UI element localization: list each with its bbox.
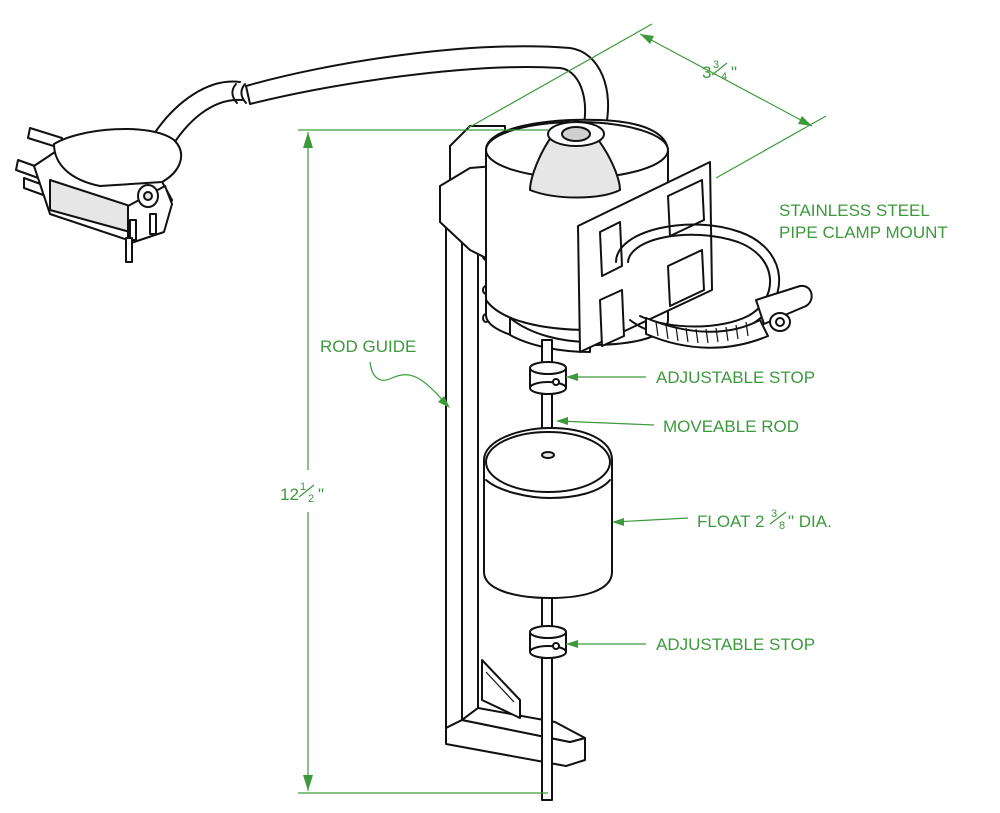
width-whole: 3 xyxy=(702,63,711,82)
pipe-clamp-mount xyxy=(577,161,813,353)
float-label: FLOAT 2 3 8 " DIA. xyxy=(697,508,832,532)
float-label-suffix: " DIA. xyxy=(788,512,832,531)
width-dimension-label: 3 3 4 " xyxy=(702,59,737,83)
lower-stop-label: ADJUSTABLE STOP xyxy=(656,635,815,654)
upper-stop-label: ADJUSTABLE STOP xyxy=(656,368,815,387)
rod-guide-label: ROD GUIDE xyxy=(320,337,416,356)
rod-assembly xyxy=(483,339,613,801)
clamp-label-line2: PIPE CLAMP MOUNT xyxy=(779,223,948,242)
electrical-plug xyxy=(15,127,183,263)
width-dimension xyxy=(467,23,827,179)
clamp-label-line1: STAINLESS STEEL xyxy=(779,201,930,220)
float-label-numerator: 3 xyxy=(771,508,777,520)
height-whole: 12 xyxy=(280,485,299,504)
height-unit: " xyxy=(318,485,324,504)
float-label-prefix: FLOAT 2 xyxy=(697,512,764,531)
height-dimension-label: 12 1 2 " xyxy=(280,481,324,505)
power-cord xyxy=(149,45,610,165)
height-denominator: 2 xyxy=(308,493,314,505)
height-dimension xyxy=(298,129,548,794)
height-numerator: 1 xyxy=(300,481,306,493)
width-numerator: 3 xyxy=(713,59,719,71)
float-label-denominator: 8 xyxy=(779,520,785,532)
annotation-leaders xyxy=(369,361,689,648)
moveable-rod-label: MOVEABLE ROD xyxy=(663,417,799,436)
width-unit: " xyxy=(731,63,737,82)
width-denominator: 4 xyxy=(721,71,727,83)
